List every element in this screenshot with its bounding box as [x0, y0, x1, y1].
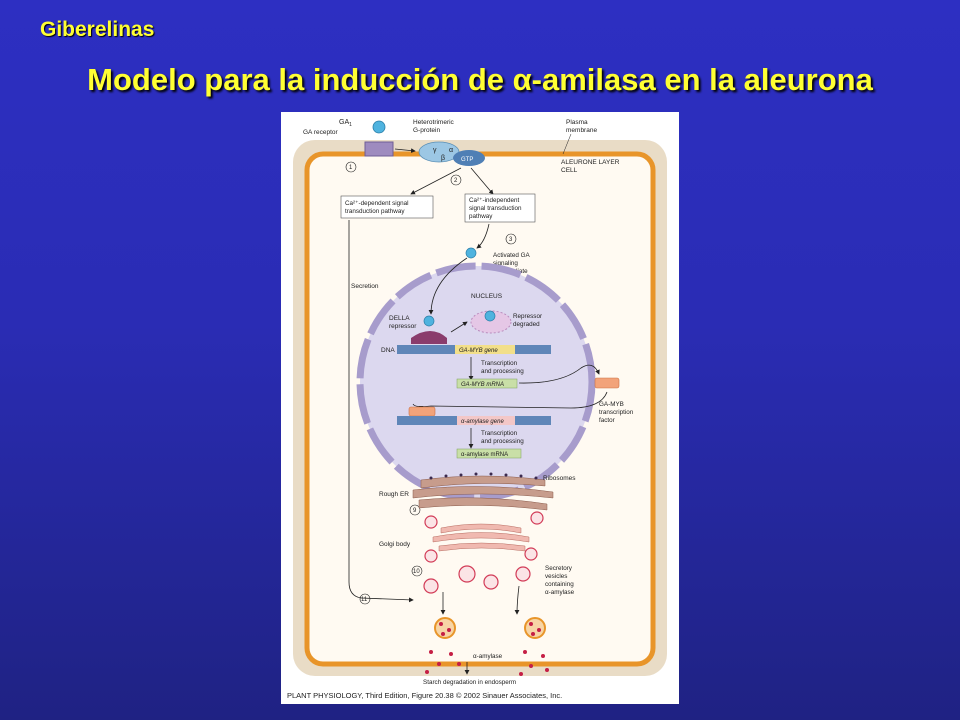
svg-text:Transcription and processi: Transcription and processing	[481, 360, 524, 375]
ga-receptor-label: GA receptor	[303, 129, 339, 136]
della-label: DELLA repressor	[389, 315, 417, 330]
starch-label: Starch degradation in endosperm	[423, 679, 516, 686]
cell-label: ALEURONE LAYER CELL	[561, 159, 621, 174]
svg-text:3: 3	[509, 237, 513, 243]
alpha-amylase-dots	[425, 622, 549, 676]
g-protein-label: Heterotrimeric G-protein	[413, 119, 456, 134]
svg-text:β: β	[441, 155, 445, 162]
ca-independent-box	[464, 193, 536, 223]
rough-er-label: Rough ER	[379, 491, 409, 498]
plasma-membrane-label: Plasma membrane	[566, 119, 597, 134]
gamyb-gene	[455, 345, 515, 354]
alpha-amylase-diagram: GA1 GA receptor Heterotrimeric G-protein…	[287, 119, 667, 700]
svg-text:Ca²⁺-dependent signal tran: Ca²⁺-dependent signal transduction pathw…	[345, 200, 410, 215]
svg-text:GA-MYB transcription f: GA-MYB transcription factor	[599, 401, 635, 424]
svg-text:11: 11	[361, 597, 368, 603]
ga1-molecule	[372, 120, 386, 134]
svg-text:GA-MYB gene: GA-MYB gene	[459, 348, 498, 354]
golgi-label: Golgi body	[379, 541, 411, 548]
svg-text:α-amylase gene: α-amylase gene	[461, 419, 504, 425]
golgi-body	[432, 523, 530, 552]
secretion-label: Secretion	[351, 283, 379, 290]
svg-text:Secretory vesicles con: Secretory vesicles containing α-amylase	[545, 565, 575, 596]
nucleus-label: NUCLEUS	[471, 293, 503, 300]
alpha-amylase-label: α-amylase	[473, 653, 503, 660]
svg-text:γ: γ	[433, 147, 437, 154]
activated-ga-intermediate	[465, 247, 477, 259]
ribosomes-label: Ribosomes	[543, 475, 576, 482]
gamyb-transcription-factor	[594, 377, 620, 389]
exocytosis-right	[524, 617, 546, 639]
svg-text:Ca²⁺-independent signal tr: Ca²⁺-independent signal transduction pat…	[469, 197, 523, 220]
svg-text:GA1: GA1	[339, 119, 352, 128]
amylase-gene	[457, 416, 515, 425]
ribosomes	[429, 472, 538, 480]
svg-text:GTP: GTP	[461, 157, 473, 163]
slide-label: Giberelinas	[40, 18, 155, 41]
svg-text:1: 1	[349, 165, 353, 171]
ga-receptor	[364, 141, 394, 157]
svg-text:2: 2	[454, 178, 458, 184]
ca-dependent-box	[340, 195, 434, 219]
amylase-mrna	[456, 448, 522, 459]
gamyb-mrna	[456, 378, 518, 389]
g-protein: γ α β GTP	[418, 141, 485, 166]
svg-text:9: 9	[413, 508, 417, 514]
vesicles	[423, 511, 544, 594]
svg-text:Transcription and processi: Transcription and processing	[481, 430, 524, 445]
svg-text:10: 10	[413, 569, 420, 575]
svg-text:GA-MYB mRNA: GA-MYB mRNA	[461, 382, 504, 388]
dna-label: DNA	[381, 347, 395, 354]
svg-text:Repressor degraded: Repressor degraded	[513, 313, 544, 328]
repressor-degraded	[470, 310, 512, 334]
della-repressor	[411, 331, 447, 344]
gamyb-tf-bound	[408, 406, 436, 417]
rough-er	[412, 475, 554, 511]
figure-caption: PLANT PHYSIOLOGY, Third Edition, Figure …	[287, 691, 562, 700]
exocytosis-left	[434, 617, 456, 639]
ga1-label: GA	[339, 119, 349, 126]
figure-panel: GA1 GA receptor Heterotrimeric G-protein…	[281, 112, 679, 704]
svg-text:α: α	[449, 147, 453, 154]
slide-title: Modelo para la inducción de α-amilasa en…	[87, 62, 873, 97]
svg-text:α-amylase mRNA: α-amylase mRNA	[461, 452, 508, 458]
